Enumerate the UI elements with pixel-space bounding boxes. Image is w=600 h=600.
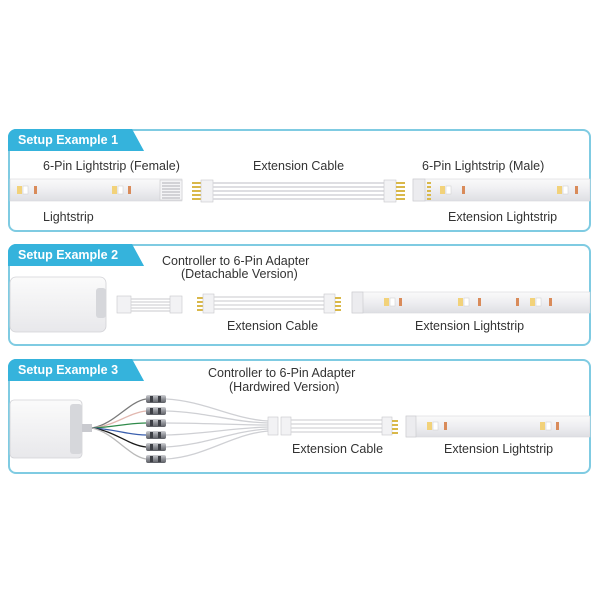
controller-box — [9, 399, 92, 459]
led-chip — [384, 297, 396, 307]
adapter-label-line1: Controller to 6-Pin Adapter — [162, 254, 310, 268]
adapter-label-line2: (Detachable Version) — [181, 267, 298, 281]
extension-cable — [197, 293, 341, 314]
extension-lightstrip-label: Extension Lightstrip — [448, 210, 558, 224]
lightstrip-label: Lightstrip — [43, 210, 94, 224]
led-chip — [540, 421, 552, 431]
extension-cable-label: Extension Cable — [292, 442, 384, 456]
led-chip — [17, 185, 29, 195]
extension-lightstrip — [405, 415, 591, 438]
hardwired-wires — [91, 398, 147, 460]
setup-example-2-tab: Setup Example 2 — [8, 244, 144, 266]
extension-lightstrip-label: Extension Lightstrip — [415, 319, 525, 333]
setup-example-3-tab: Setup Example 3 — [8, 359, 144, 381]
adapter-connector — [267, 416, 279, 436]
female-lightstrip — [9, 178, 183, 202]
extension-cable — [280, 416, 398, 436]
extension-cable-label: Extension Cable — [253, 159, 345, 173]
extension-lightstrip-label: Extension Lightstrip — [444, 442, 554, 456]
male-lightstrip — [412, 178, 591, 202]
extension-cable — [192, 179, 405, 203]
extension-lightstrip — [351, 291, 591, 314]
led-chip — [530, 297, 542, 307]
female-connector — [159, 179, 183, 201]
adapter-label-line2: (Hardwired Version) — [229, 380, 340, 394]
controller-box — [9, 276, 107, 333]
converging-wires — [165, 398, 269, 460]
female-lightstrip-label: 6-Pin Lightstrip (Female) — [43, 159, 180, 173]
setup-example-1-tab: Setup Example 1 — [8, 129, 144, 151]
led-chip — [440, 185, 452, 195]
led-chip — [458, 297, 470, 307]
led-chip — [112, 185, 124, 195]
detachable-adapter — [116, 295, 183, 314]
extension-cable-label: Extension Cable — [227, 319, 319, 333]
wire-terminals — [146, 395, 166, 463]
adapter-label-line1: Controller to 6-Pin Adapter — [208, 366, 356, 380]
led-chip — [557, 185, 569, 195]
male-lightstrip-label: 6-Pin Lightstrip (Male) — [422, 159, 545, 173]
led-chip — [427, 421, 439, 431]
